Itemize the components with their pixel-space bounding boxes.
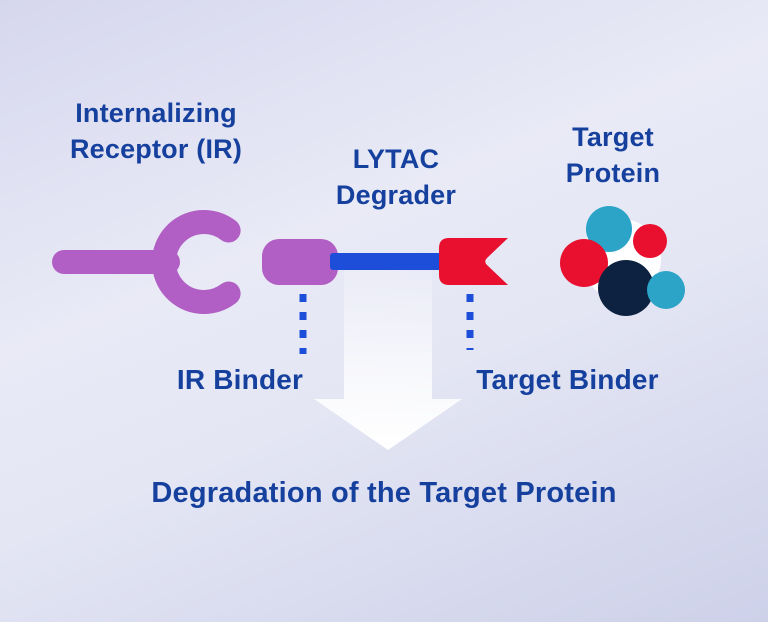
lytac-degrader-shape xyxy=(262,238,508,285)
target-protein-shape xyxy=(560,206,685,316)
protein-subunit-red-large xyxy=(560,239,608,287)
protein-subunit-red-small xyxy=(633,224,667,258)
lytac-degrader-label: LYTAC Degrader xyxy=(335,144,457,210)
ir-binder-label: IR Binder xyxy=(176,364,304,395)
degradation-caption: Degradation of the Target Protein xyxy=(151,477,617,509)
target-binder-domain xyxy=(439,238,508,285)
downward-arrow xyxy=(314,267,462,450)
internalizing-receptor-shape xyxy=(52,210,241,314)
internalizing-receptor-label: Internalizing Receptor (IR) xyxy=(69,98,243,164)
protein-subunit-teal-bottom xyxy=(647,271,685,309)
protein-subunit-navy xyxy=(598,260,654,316)
ir-binder-domain xyxy=(262,239,338,285)
linker-rod xyxy=(330,253,442,270)
target-binder-label: Target Binder xyxy=(476,364,659,395)
target-protein-label: Target Protein xyxy=(565,122,661,188)
protein-subunit-teal-top xyxy=(586,206,632,252)
receptor-fork xyxy=(151,210,241,314)
